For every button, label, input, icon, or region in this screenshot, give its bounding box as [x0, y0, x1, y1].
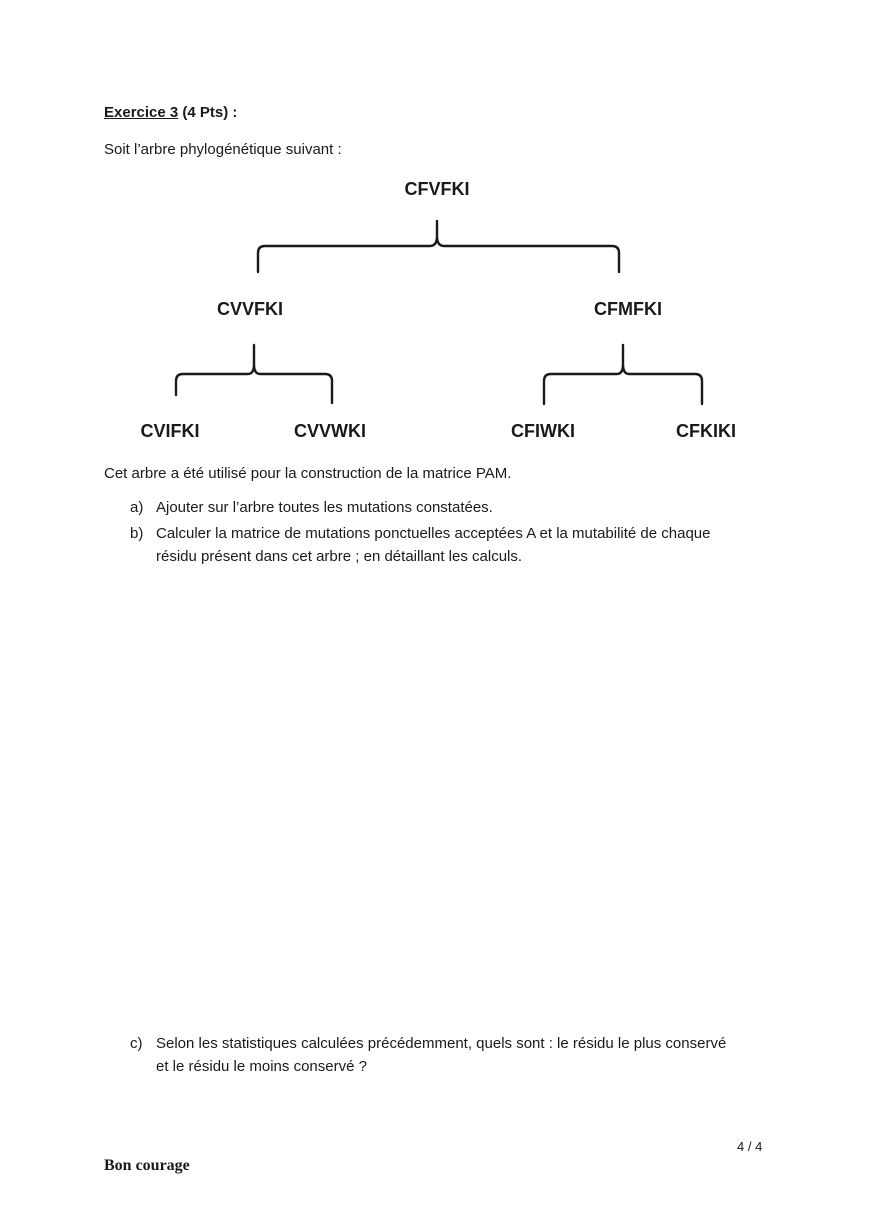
question-c-line-1: Selon les statistiques calculées précéde… — [156, 1035, 727, 1052]
tree-leaf-2: CVVWKI — [294, 421, 366, 441]
question-a: a) Ajouter sur l’arbre toutes les mutati… — [130, 499, 493, 516]
question-b-label: b) — [130, 525, 144, 542]
exercise-number: Exercice 3 — [104, 104, 179, 121]
question-b-line-1: Calculer la matrice de mutations ponctue… — [156, 525, 711, 542]
footer-text: Bon courage — [104, 1157, 190, 1174]
root-brace — [256, 219, 621, 274]
question-b: b) Calculer la matrice de mutations ponc… — [130, 522, 711, 568]
tree-right-node: CFMFKI — [594, 299, 662, 319]
tree-root-node: CFVFKI — [404, 179, 470, 199]
question-a-label: a) — [130, 499, 144, 516]
pam-paragraph: Cet arbre a été utilisé pour la construc… — [104, 465, 512, 482]
question-c: c) Selon les statistiques calculées préc… — [130, 1032, 726, 1078]
exercise-title: Exercice 3 (4 Pts) : — [104, 104, 237, 121]
phylogenetic-tree-braces — [174, 219, 704, 406]
question-c-line-2: et le résidu le moins conservé ? — [156, 1058, 367, 1075]
tree-leaf-4: CFKIKI — [676, 421, 736, 441]
exercise-points: (4 Pts) : — [182, 104, 238, 121]
tree-leaf-1: CVIFKI — [140, 421, 200, 441]
right-brace — [542, 343, 704, 406]
tree-left-node: CVVFKI — [216, 299, 284, 319]
question-c-label: c) — [130, 1035, 143, 1052]
tree-leaf-3: CFIWKI — [511, 421, 575, 441]
left-brace — [174, 343, 334, 405]
page-number: 4 / 4 — [737, 1139, 763, 1154]
intro-text: Soit l’arbre phylogénétique suivant : — [104, 141, 342, 158]
question-a-text: Ajouter sur l’arbre toutes les mutations… — [156, 499, 493, 516]
question-b-line-2: résidu présent dans cet arbre ; en détai… — [156, 548, 523, 565]
